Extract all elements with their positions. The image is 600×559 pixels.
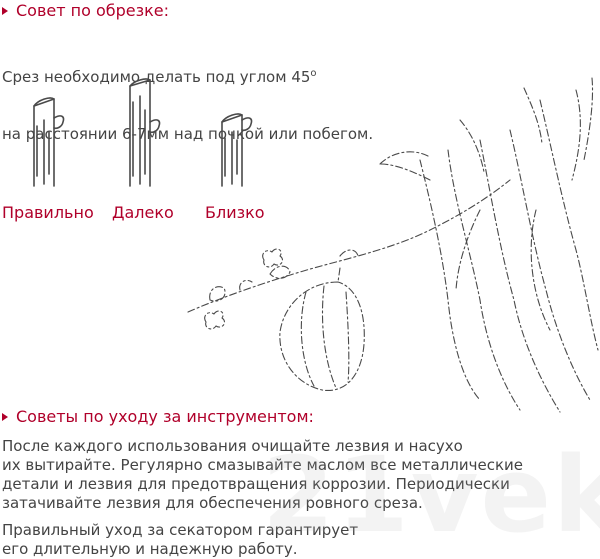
cut-label-correct: Правильно (2, 203, 94, 222)
correct-cut-branch-icon (33, 97, 65, 187)
vine-with-fruit-sketch (187, 77, 599, 413)
too-far-cut-branch-icon (129, 78, 161, 187)
care-heading: Советы по уходу за инструментом: (2, 408, 314, 426)
arrow-marker-icon (2, 7, 8, 15)
degree-superscript: o (310, 68, 317, 79)
pruning-text-line1: Срез необходимо делать под углом 45o (2, 68, 317, 86)
care-paragraph-1: После каждого использования очищайте лез… (2, 437, 523, 512)
cut-label-too-close: Близко (205, 203, 265, 222)
arrow-marker-icon (2, 413, 8, 421)
pruning-heading: Совет по обрезке: (2, 2, 169, 20)
watermark: 21vek.by (262, 434, 600, 556)
too-close-cut-branch-icon (221, 113, 253, 187)
cut-examples-illustration (33, 78, 253, 187)
cut-label-too-far: Далеко (112, 203, 174, 222)
care-paragraph-2: Правильный уход за секатором гарантирует… (2, 521, 359, 558)
